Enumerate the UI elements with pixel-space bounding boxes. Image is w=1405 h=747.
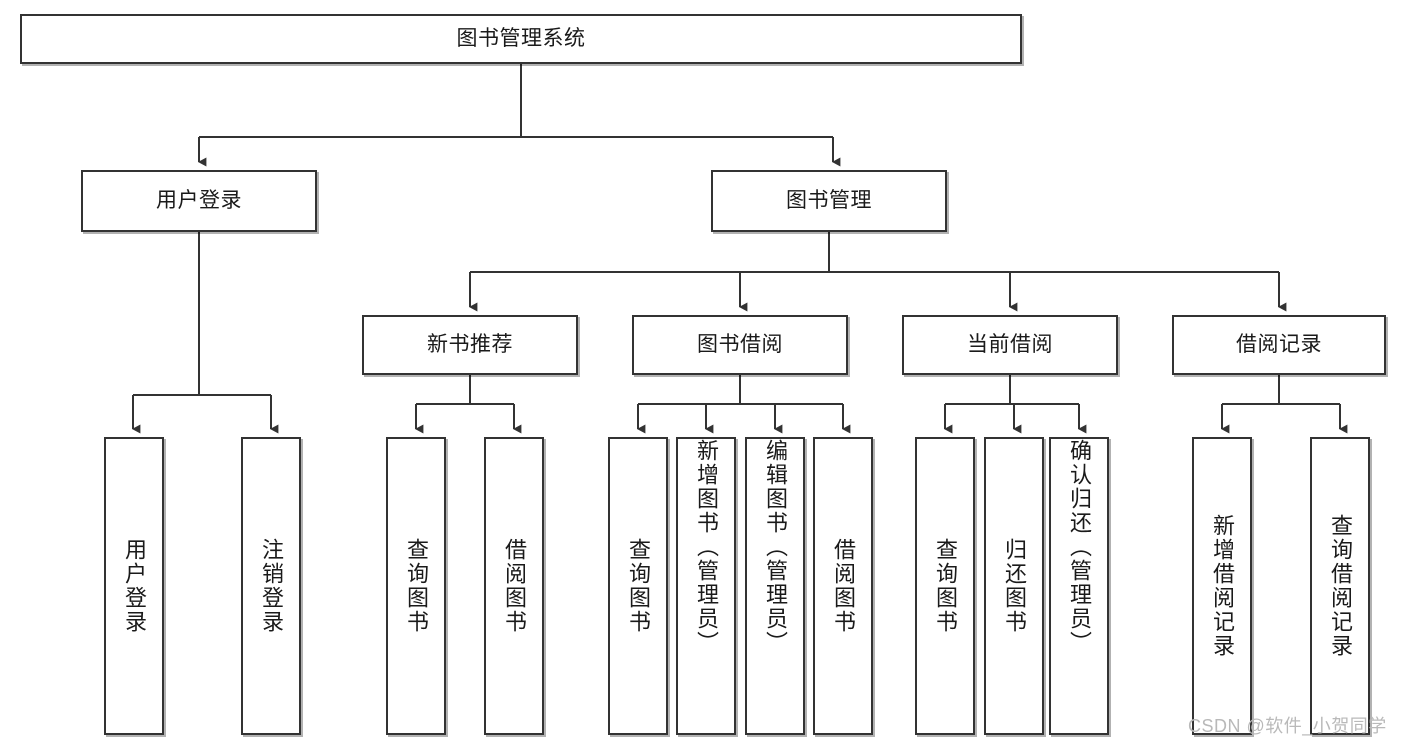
- leaf-confirm-return-admin[interactable]: 确认归还（管理员）: [1049, 437, 1109, 735]
- leaf-user-logout-label: 注销登录: [259, 538, 284, 634]
- leaf-return-book[interactable]: 归还图书: [984, 437, 1044, 735]
- leaf-query-borrow-record-label: 查询借阅记录: [1328, 514, 1353, 658]
- leaf-borrow-book[interactable]: 借阅图书: [813, 437, 873, 735]
- leaf-user-logout[interactable]: 注销登录: [241, 437, 301, 735]
- node-book-borrow-label: 图书借阅: [697, 333, 783, 357]
- leaf-borrow-book-label: 借阅图书: [831, 538, 856, 634]
- leaf-add-borrow-record-label: 新增借阅记录: [1210, 514, 1235, 658]
- leaf-recommend-query-book[interactable]: 查询图书: [386, 437, 446, 735]
- node-new-book-recommend[interactable]: 新书推荐: [362, 315, 578, 375]
- node-current-borrow-label: 当前借阅: [967, 333, 1053, 357]
- node-user-login-label: 用户登录: [156, 189, 242, 213]
- node-book-management-label: 图书管理: [786, 189, 872, 213]
- leaf-recommend-query-book-label: 查询图书: [404, 538, 429, 634]
- leaf-borrow-query-book-label: 查询图书: [626, 538, 651, 634]
- watermark-text: CSDN @软件_小贺同学: [1188, 716, 1387, 736]
- leaf-edit-book-admin-label: 编辑图书（管理员）: [763, 439, 788, 655]
- node-root-label: 图书管理系统: [456, 27, 586, 51]
- node-user-login[interactable]: 用户登录: [81, 170, 317, 232]
- leaf-add-book-admin-label: 新增图书（管理员）: [694, 439, 719, 655]
- leaf-confirm-return-admin-label: 确认归还（管理员）: [1067, 439, 1092, 655]
- leaf-current-query-book-label: 查询图书: [933, 538, 958, 634]
- leaf-user-login[interactable]: 用户登录: [104, 437, 164, 735]
- node-current-borrow[interactable]: 当前借阅: [902, 315, 1118, 375]
- node-book-borrow[interactable]: 图书借阅: [632, 315, 848, 375]
- node-new-book-recommend-label: 新书推荐: [427, 333, 513, 357]
- leaf-borrow-query-book[interactable]: 查询图书: [608, 437, 668, 735]
- leaf-recommend-borrow-book-label: 借阅图书: [502, 538, 527, 634]
- leaf-return-book-label: 归还图书: [1002, 538, 1027, 634]
- leaf-edit-book-admin[interactable]: 编辑图书（管理员）: [745, 437, 805, 735]
- leaf-add-borrow-record[interactable]: 新增借阅记录: [1192, 437, 1252, 735]
- node-borrow-record[interactable]: 借阅记录: [1172, 315, 1386, 375]
- leaf-current-query-book[interactable]: 查询图书: [915, 437, 975, 735]
- node-book-management[interactable]: 图书管理: [711, 170, 947, 232]
- leaf-user-login-label: 用户登录: [122, 538, 147, 634]
- node-borrow-record-label: 借阅记录: [1236, 333, 1322, 357]
- leaf-add-book-admin[interactable]: 新增图书（管理员）: [676, 437, 736, 735]
- node-root[interactable]: 图书管理系统: [20, 14, 1022, 64]
- leaf-recommend-borrow-book[interactable]: 借阅图书: [484, 437, 544, 735]
- leaf-query-borrow-record[interactable]: 查询借阅记录: [1310, 437, 1370, 735]
